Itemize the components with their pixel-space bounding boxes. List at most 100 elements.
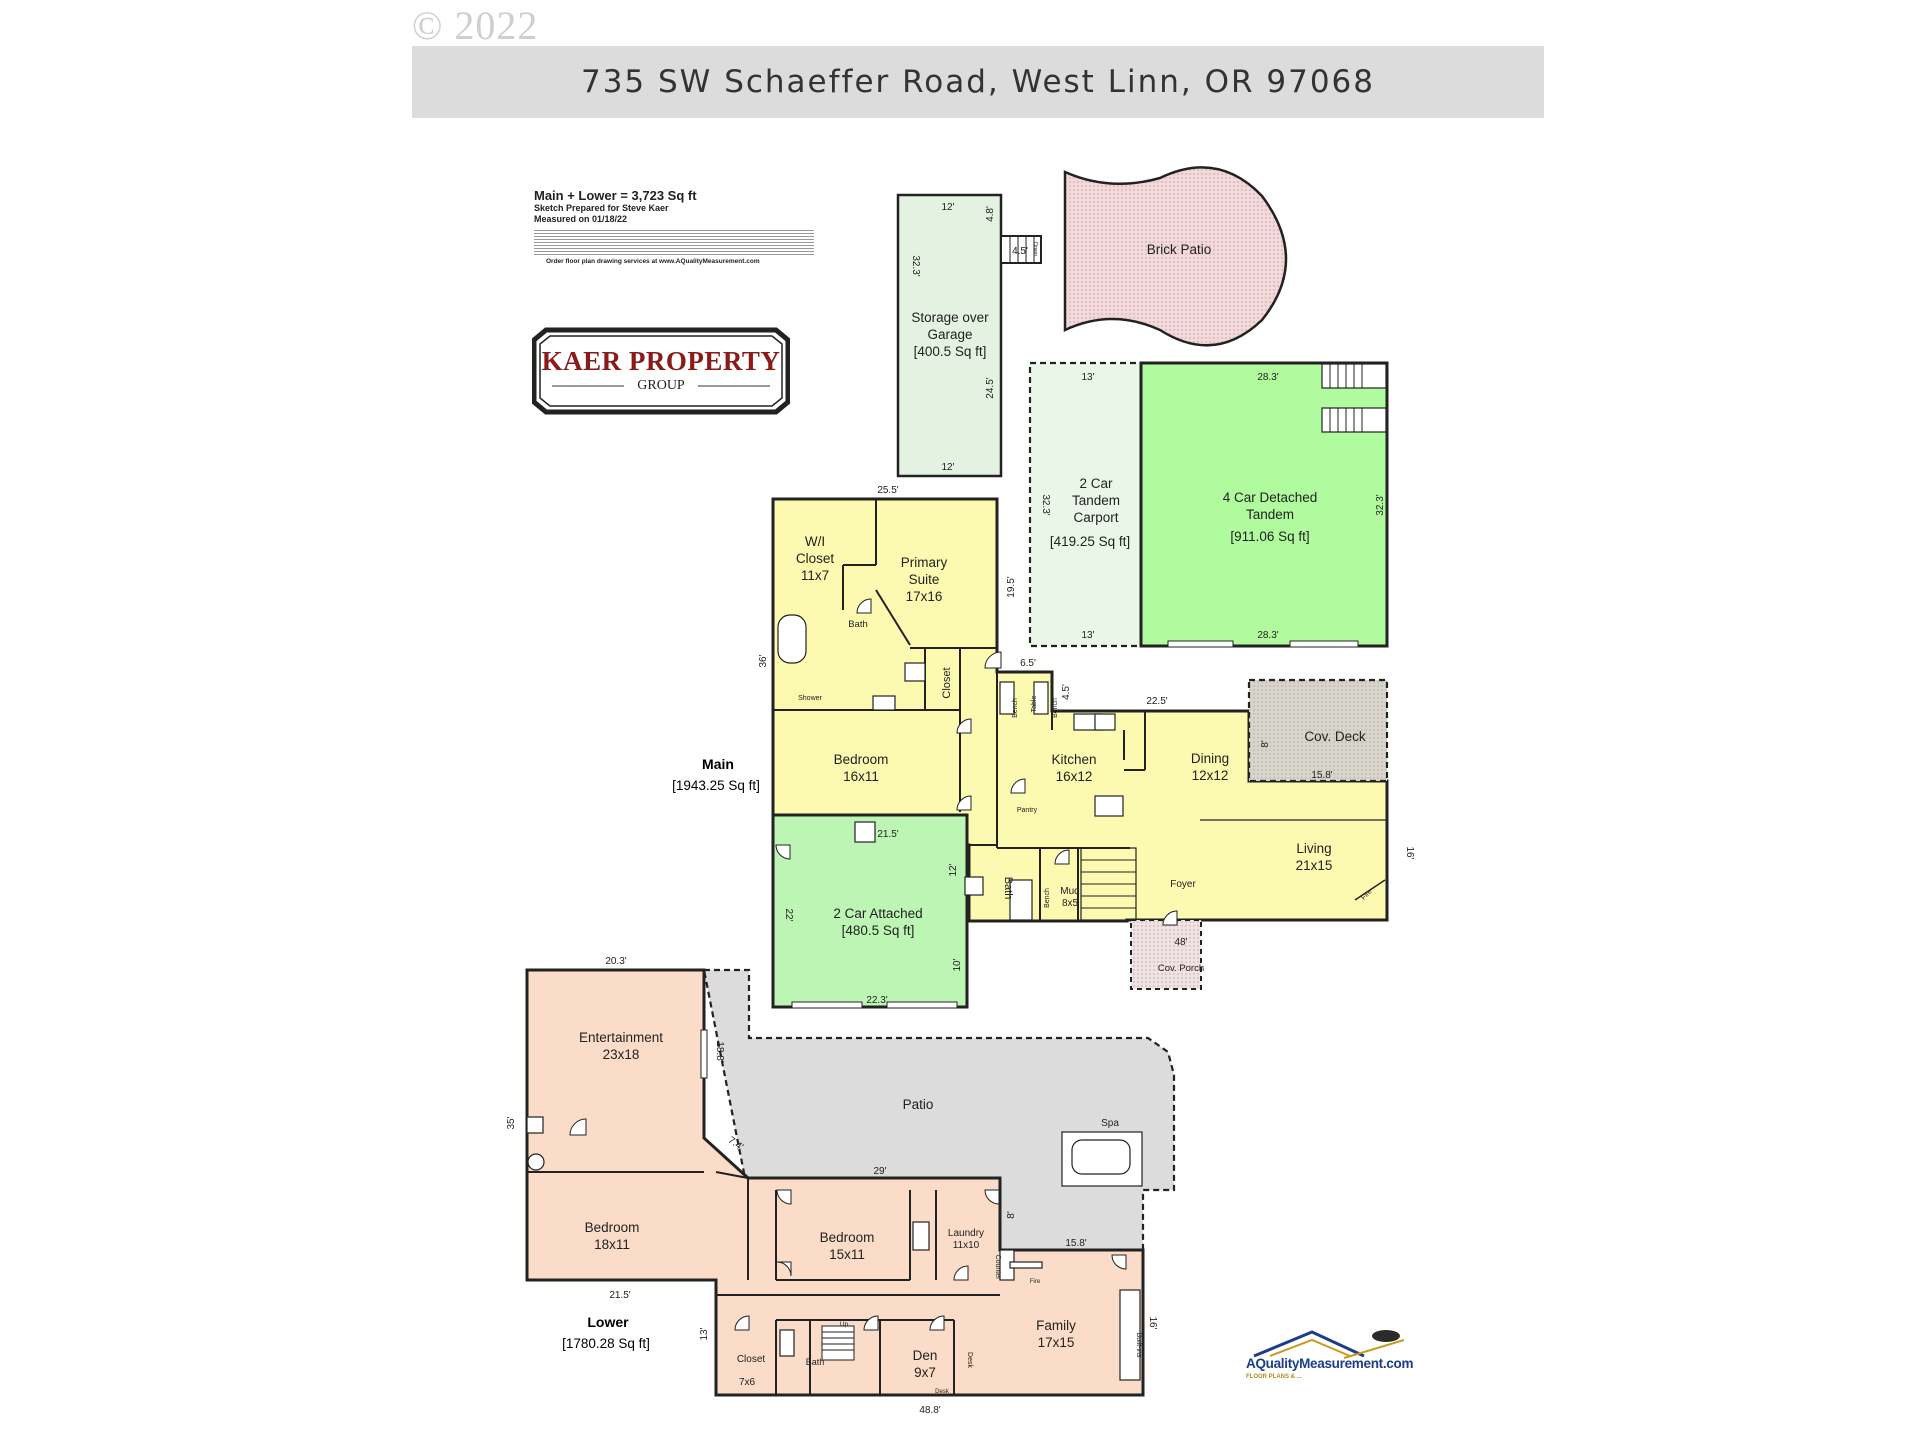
dim-18-8: 18.8' xyxy=(714,1041,725,1062)
carport-label-2: Tandem xyxy=(1072,493,1120,508)
kitchen-label-1: Kitchen xyxy=(1051,752,1096,767)
builtins-label: Built-ins xyxy=(1135,1333,1142,1358)
carport-room xyxy=(1028,361,1144,648)
bedroom-lower1-label-1: Bedroom xyxy=(585,1220,640,1235)
wi-closet-label-3: 11x7 xyxy=(801,568,829,583)
main-floor-area: [1943.25 Sq ft] xyxy=(672,778,760,793)
dim-35: 35' xyxy=(506,1116,517,1129)
mud-label-1: Mud xyxy=(1060,886,1079,897)
dim-36: 36' xyxy=(758,654,769,667)
dim-4-5: 4.5' xyxy=(1061,684,1072,700)
cov-deck-label: Cov. Deck xyxy=(1304,729,1366,744)
storage-stair-treads xyxy=(1009,236,1035,263)
dim-15-8: 15.8' xyxy=(1311,770,1332,781)
fire-lower-label: Fire xyxy=(1030,1279,1041,1285)
aquality-name: AQualityMeasurement.com xyxy=(1246,1356,1414,1371)
dim-10: 10' xyxy=(952,958,963,971)
bench1-label: Bench xyxy=(1012,698,1019,718)
dim-12: 12' xyxy=(948,863,959,876)
living-label-2: 21x15 xyxy=(1296,858,1333,873)
closet-lower-label-2: 7x6 xyxy=(739,1377,756,1388)
dim-29: 29' xyxy=(873,1166,886,1177)
aquality-tagline: FLOOR PLANS & ... xyxy=(1246,1374,1302,1380)
down-label: Down xyxy=(1032,242,1038,256)
aquality-logo: AQualityMeasurement.com FLOOR PLANS & ..… xyxy=(1244,1322,1414,1388)
counter-label: Counter xyxy=(994,1255,1001,1281)
brick-patio-label: Brick Patio xyxy=(1147,242,1212,257)
family-label-2: 17x15 xyxy=(1038,1335,1075,1350)
main-stair-treads xyxy=(1081,859,1136,909)
dim-carport-top: 13' xyxy=(1081,372,1094,383)
detached-label-1: 4 Car Detached xyxy=(1223,490,1318,505)
dim-detached-bottom: 28.3' xyxy=(1257,630,1278,641)
covered-deck xyxy=(1247,678,1389,783)
dim-stair: 4.5' xyxy=(1012,246,1028,257)
storage-label-1: Storage over xyxy=(911,310,989,325)
logo-sub: GROUP xyxy=(637,378,685,393)
mud-label-2: 8x5 xyxy=(1062,898,1079,909)
dim-detached-side: 32.3' xyxy=(1375,494,1386,515)
dim-21-5: 21.5' xyxy=(877,829,898,840)
lower-door-swings xyxy=(569,1118,1127,1331)
detached-label-2: Tandem xyxy=(1246,507,1294,522)
dim-storage-32-3: 32.3' xyxy=(910,255,921,276)
main-fixtures xyxy=(777,614,1137,921)
measured-date: Measured on 01/18/22 xyxy=(534,214,628,224)
disclaimer-fine-print xyxy=(534,228,814,256)
dim-48: 48' xyxy=(1174,937,1187,948)
dim-16-lower: 16' xyxy=(1147,1316,1158,1329)
lower-stair-treads xyxy=(821,1325,855,1361)
brick-patio xyxy=(1063,166,1288,347)
desk-side-label: Desk xyxy=(966,1352,973,1368)
main-interior-walls xyxy=(773,499,1146,920)
closet-lower-label-1: Closet xyxy=(737,1354,766,1365)
table-label: Table xyxy=(1031,696,1038,713)
storage-label-2: Garage xyxy=(927,327,972,342)
copyright-text: © 2022 xyxy=(412,3,539,48)
door-swings xyxy=(775,598,1178,926)
storage-label-3: [400.5 Sq ft] xyxy=(914,344,987,359)
storage-over-garage-room xyxy=(896,193,1003,478)
dim-21-5-lower: 21.5' xyxy=(609,1290,630,1301)
entertainment-label-1: Entertainment xyxy=(579,1030,663,1045)
dim-carport-bottom: 13' xyxy=(1081,630,1094,641)
dim-8-lower: 8' xyxy=(1006,1211,1017,1219)
dining-label-2: 12x12 xyxy=(1192,768,1229,783)
detached-garage-doors xyxy=(1167,640,1359,648)
dim-8: 8' xyxy=(1260,740,1271,748)
primary-label-3: 17x16 xyxy=(906,589,943,604)
patio-label: Patio xyxy=(903,1097,934,1112)
sketch-info: Main + Lower = 3,723 Sq ft Sketch Prepar… xyxy=(534,188,834,265)
dim-48-8: 48.8' xyxy=(919,1405,940,1416)
foyer-label: Foyer xyxy=(1170,879,1196,890)
pantry-label: Pantry xyxy=(1017,807,1038,814)
carport-label-1: 2 Car xyxy=(1079,476,1113,491)
address-banner: 735 SW Schaeffer Road, West Linn, OR 970… xyxy=(412,46,1544,118)
house-roof-icon xyxy=(1253,1330,1405,1359)
laundry-label-2: 11x10 xyxy=(953,1240,980,1251)
dim-storage-24-5: 24.5' xyxy=(985,377,996,398)
cov-porch-label: Cov. Porch xyxy=(1158,963,1204,974)
up-label: Up xyxy=(840,1321,849,1328)
attached-garage-doors xyxy=(791,1001,958,1009)
dim-22-5: 22.5' xyxy=(1146,696,1167,707)
logo-badge-icon xyxy=(532,327,790,415)
kaer-logo: KAER PROPERTY GROUP xyxy=(532,326,790,416)
bedroom-main-label-2: 16x11 xyxy=(843,769,879,784)
covered-porch xyxy=(1130,919,1202,990)
bench2-label: Bench xyxy=(1052,698,1059,718)
dim-carport-side: 32.3' xyxy=(1040,494,1051,515)
living-label-1: Living xyxy=(1296,841,1331,856)
dim-13: 13' xyxy=(699,1327,710,1340)
logo-name: KAER PROPERTY xyxy=(541,346,781,376)
total-area: Main + Lower = 3,723 Sq ft xyxy=(534,188,697,203)
bath-lower-label: Bath xyxy=(806,1357,825,1367)
dim-15-8-lower: 15.8' xyxy=(1065,1238,1086,1249)
detached-label-3: [911.06 Sq ft] xyxy=(1230,529,1309,544)
property-address: 735 SW Schaeffer Road, West Linn, OR 970… xyxy=(580,64,1375,100)
den-label-1: Den xyxy=(913,1348,938,1363)
wi-closet-label-2: Closet xyxy=(796,551,835,566)
fireplace-line xyxy=(1354,879,1386,901)
bath-main-label: Bath xyxy=(848,619,868,630)
